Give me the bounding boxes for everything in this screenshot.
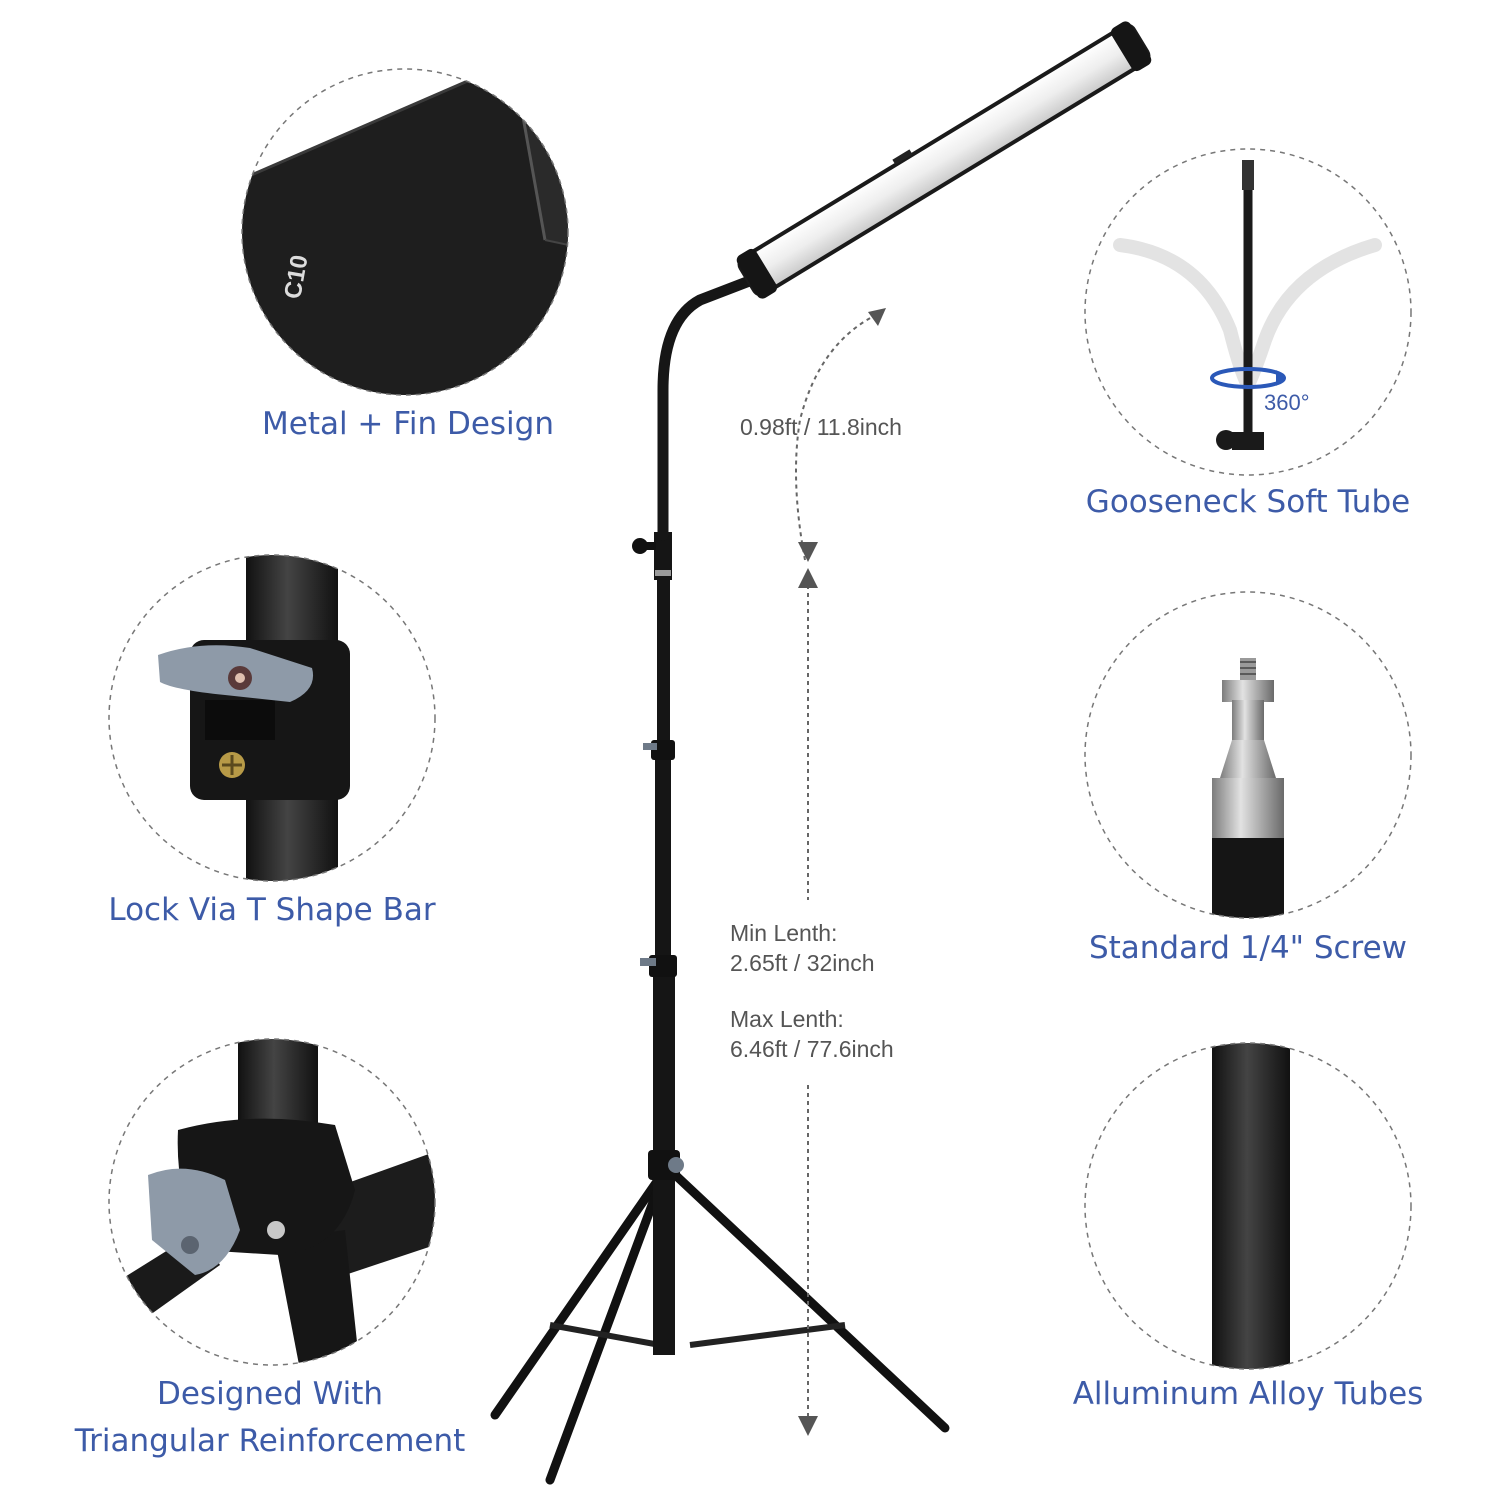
feature-metal-caption: Metal + Fin Design <box>262 406 554 442</box>
light-stand <box>490 21 1152 1485</box>
gooseneck-detail <box>1084 148 1412 476</box>
gooseneck-dimension-arrow <box>795 308 886 562</box>
metal-fin-detail: C10 <box>241 68 569 396</box>
feature-lock-caption: Lock Via T Shape Bar <box>108 892 436 928</box>
min-length-label: Min Lenth: <box>730 920 838 946</box>
feature-triangular-caption-line2: Triangular Reinforcement <box>74 1423 466 1459</box>
feature-alloy-caption: Alluminum Alloy Tubes <box>1072 1376 1424 1412</box>
lock-detail <box>108 554 436 882</box>
triangular-detail <box>108 1038 436 1366</box>
feature-screw-caption: Standard 1/4" Screw <box>1088 930 1408 966</box>
gooseneck-length-text: 0.98ft / 11.8inch <box>740 414 902 440</box>
alloy-tube-detail <box>1084 1042 1412 1370</box>
max-length-label: Max Lenth: <box>730 1006 844 1032</box>
min-length-value: 2.65ft / 32inch <box>730 950 875 976</box>
rotation-badge: 360° <box>1264 390 1310 415</box>
feature-triangular-caption-line1: Designed With <box>156 1376 384 1412</box>
height-dimension-arrow <box>798 568 818 1436</box>
feature-gooseneck-caption: Gooseneck Soft Tube <box>1085 484 1411 520</box>
screw-detail <box>1084 591 1412 919</box>
max-length-value: 6.46ft / 77.6inch <box>730 1036 894 1062</box>
